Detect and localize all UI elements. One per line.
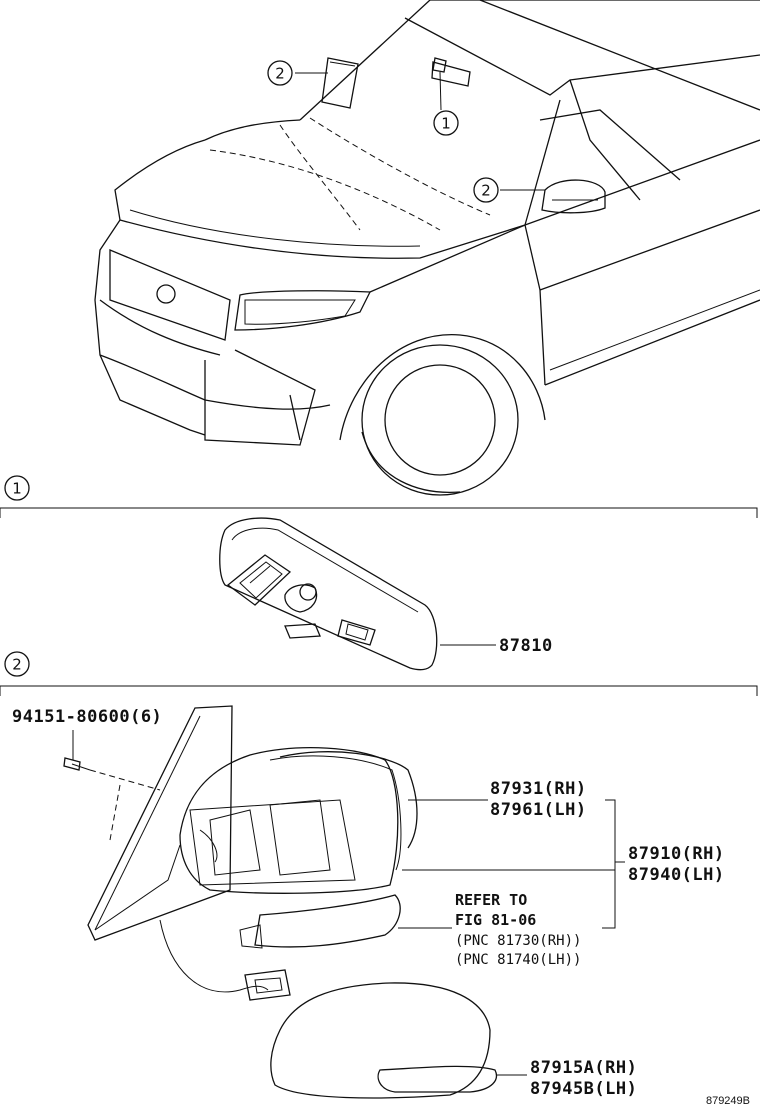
outer-mirror-illustration	[63, 705, 497, 1099]
reference-note-line-1: REFER TO	[455, 891, 527, 909]
section-number: 1	[12, 480, 22, 498]
callout-number: 2	[275, 65, 285, 83]
callout-2-side: 2	[473, 177, 499, 203]
callout-number: 2	[481, 182, 491, 200]
part-number-cover-lh: 87961(LH)	[490, 800, 587, 820]
part-number-cover-rh: 87931(RH)	[490, 779, 587, 799]
section-2-header: 2	[0, 651, 758, 696]
section-number: 2	[12, 656, 22, 674]
part-number-mirror-rh: 87910(RH)	[628, 844, 725, 864]
callout-1-top: 1	[433, 110, 459, 136]
section-1-header: 1	[0, 475, 758, 518]
part-number-bolt: 94151-80600(6)	[12, 707, 162, 727]
reference-note-line-4: (PNC 81740(LH))	[455, 952, 581, 968]
callout-leaders	[295, 72, 545, 191]
part-number-87810: 87810	[499, 636, 553, 656]
part-number-cap-rh: 87915A(RH)	[530, 1058, 637, 1078]
callout-number: 1	[441, 115, 451, 133]
callout-2-top: 2	[267, 60, 293, 86]
vehicle-illustration	[94, 0, 760, 496]
reference-note-line-2: FIG 81-06	[455, 911, 536, 929]
part-number-mirror-lh: 87940(LH)	[628, 865, 725, 885]
part-number-cap-lh: 87945B(LH)	[530, 1079, 637, 1099]
figure-reference: 879249B	[706, 1095, 750, 1107]
reference-note-line-3: (PNC 81730(RH))	[455, 933, 581, 949]
inner-mirror-illustration	[219, 517, 438, 671]
leaders-section-2	[398, 799, 625, 1076]
